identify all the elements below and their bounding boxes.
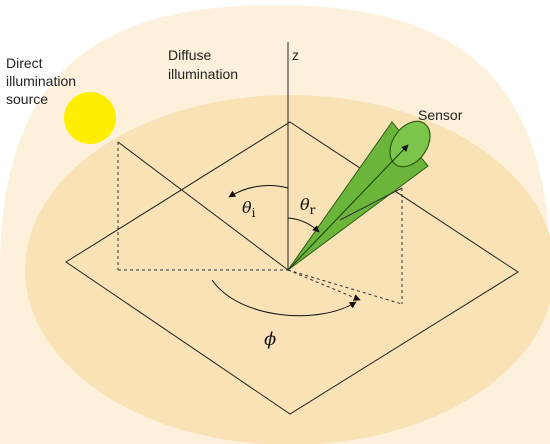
theta-r-arc xyxy=(287,217,320,233)
phi-label: ϕ xyxy=(264,329,276,350)
direct-source-label-line3: source xyxy=(6,91,48,107)
diffuse-label-line2: illumination xyxy=(168,66,238,82)
theta-i-arc xyxy=(228,185,289,198)
z-axis-label: z xyxy=(292,47,299,63)
sensor-aperture xyxy=(389,120,431,168)
diffuse-label-line1: Diffuse xyxy=(168,47,212,63)
ground-plane xyxy=(65,121,519,415)
direct-source-label-line2: illumination xyxy=(6,73,76,89)
direct-source-label-line1: Direct xyxy=(6,55,43,71)
reflected-plane-base-dashed xyxy=(287,269,403,305)
reflected-plane-top xyxy=(339,187,403,221)
sensor-axis-arrow xyxy=(287,144,409,271)
incident-plane-top xyxy=(117,141,289,271)
theta-r-label: θr xyxy=(300,195,316,217)
sun-icon xyxy=(64,92,116,144)
phi-arc xyxy=(211,279,357,317)
azimuth-dashed-ray xyxy=(287,269,361,301)
theta-i-label: θi xyxy=(242,198,256,220)
sensor-label: Sensor xyxy=(418,107,463,123)
